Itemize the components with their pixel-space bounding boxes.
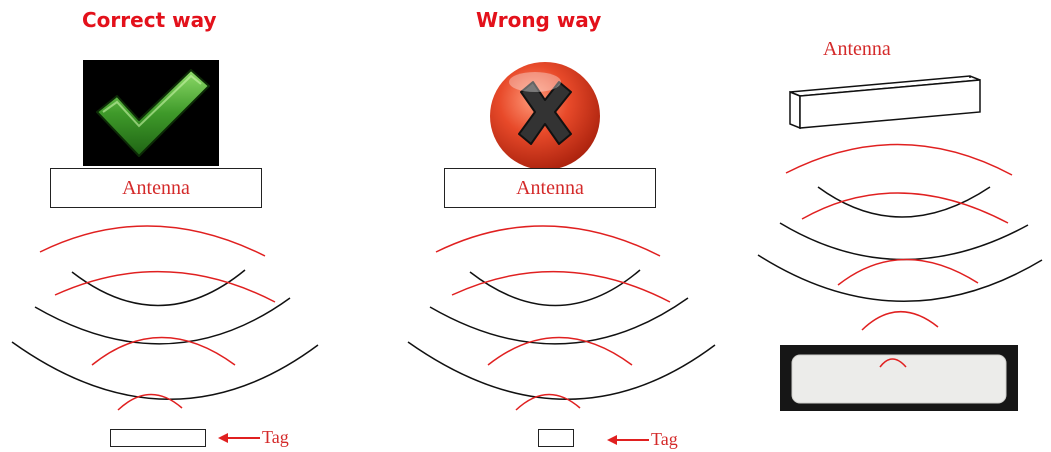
antenna-box: Antenna	[50, 168, 262, 208]
wave-red-2	[54, 270, 276, 303]
arrow-left-icon	[607, 435, 649, 445]
tag-box	[110, 429, 206, 447]
correct-way-panel: Correct way Antenna Tag	[0, 0, 340, 452]
antenna-label: Antenna	[122, 176, 190, 199]
wave-black-1	[817, 186, 991, 218]
wave-black-3	[11, 341, 319, 400]
wave-red-1	[435, 225, 661, 257]
wave-black-2	[34, 297, 291, 345]
antenna-label: Antenna	[516, 176, 584, 199]
arrow-left-icon	[218, 433, 260, 443]
correct-way-heading: Correct way	[82, 8, 217, 32]
wave-red-4	[861, 311, 939, 331]
red-x-icon	[488, 62, 602, 172]
wave-red-3	[487, 336, 633, 366]
antenna-label: Antenna	[823, 38, 891, 60]
green-checkmark-icon	[83, 60, 219, 166]
elongated-tag-photo	[780, 345, 1018, 411]
wave-black-2	[779, 222, 1029, 261]
wrong-way-panel: Wrong way Antenna Tag	[400, 0, 730, 452]
tag-box	[538, 429, 574, 447]
wave-black-3	[407, 341, 716, 400]
radio-wave-pattern	[11, 225, 319, 411]
wave-red-4	[117, 393, 183, 411]
wave-black-3	[757, 254, 1043, 302]
wave-red-4	[515, 393, 581, 411]
antenna-box: Antenna	[444, 168, 656, 208]
radio-wave-pattern	[757, 143, 1043, 331]
wave-red-1	[785, 143, 1013, 176]
tag-label: Tag	[651, 429, 678, 449]
wave-red-2	[801, 192, 1009, 224]
wave-red-3	[837, 258, 979, 286]
wave-red-1	[39, 225, 266, 257]
antenna-bar-3d	[789, 75, 981, 130]
tag-label: Tag	[262, 427, 289, 447]
wave-black-1	[71, 269, 246, 307]
wave-red-3	[91, 336, 236, 366]
wave-red-2	[451, 270, 671, 303]
radio-wave-pattern	[407, 225, 716, 411]
antenna-tag-side-panel: Antenna	[750, 0, 1051, 452]
wave-black-2	[429, 297, 689, 345]
wave-black-1	[469, 269, 641, 307]
wrong-way-heading: Wrong way	[476, 8, 602, 32]
